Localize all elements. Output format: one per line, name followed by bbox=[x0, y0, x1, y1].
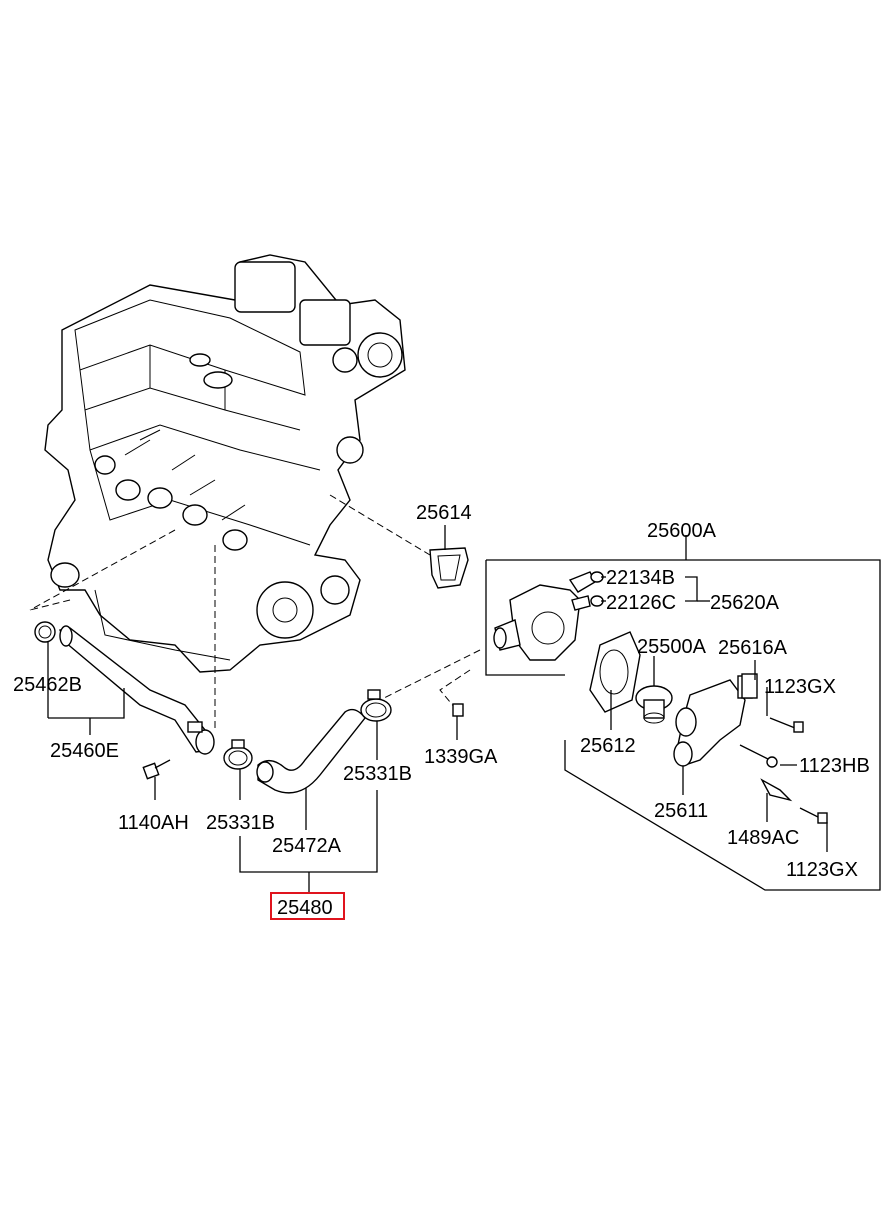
bracket-icon bbox=[741, 673, 758, 699]
bolt-icon bbox=[799, 807, 828, 824]
label-25611[interactable]: 25611 bbox=[654, 800, 708, 822]
water-pipe-icon bbox=[59, 625, 215, 755]
label-25480[interactable]: 25480 bbox=[277, 897, 333, 919]
label-25614[interactable]: 25614 bbox=[416, 502, 472, 524]
o-ring-icon bbox=[34, 621, 56, 643]
label-1123GX-top[interactable]: 1123GX bbox=[764, 676, 836, 698]
highlight-box bbox=[270, 892, 345, 920]
water-outlet-fitting-icon bbox=[493, 571, 596, 661]
bolt-icon bbox=[769, 717, 804, 733]
label-25612[interactable]: 25612 bbox=[580, 735, 636, 757]
gasket-icon bbox=[429, 547, 469, 589]
assembly-box-25600A bbox=[485, 535, 881, 891]
label-1123GX-bottom[interactable]: 1123GX bbox=[786, 859, 858, 881]
label-22134B[interactable]: 22134B bbox=[606, 567, 675, 589]
label-25600A[interactable]: 25600A bbox=[647, 520, 717, 542]
hose-clamp-icon bbox=[223, 739, 253, 770]
leader-lines bbox=[47, 525, 828, 893]
thermostat-icon bbox=[635, 685, 673, 724]
label-25331B-left[interactable]: 25331B bbox=[206, 812, 275, 834]
label-25616A[interactable]: 25616A bbox=[718, 637, 788, 659]
leader-lines-dashed bbox=[29, 494, 481, 730]
hose-clamp-icon bbox=[360, 689, 392, 722]
label-1123HB[interactable]: 1123HB bbox=[799, 755, 870, 777]
label-1339GA[interactable]: 1339GA bbox=[424, 746, 498, 768]
clip-icon bbox=[760, 778, 793, 802]
engine-block-icon bbox=[44, 254, 406, 673]
label-22126C[interactable]: 22126C bbox=[606, 592, 676, 614]
label-25462B[interactable]: 25462B bbox=[13, 674, 82, 696]
bolt-icon bbox=[142, 759, 171, 780]
gasket-icon bbox=[589, 631, 641, 713]
label-25331B-right[interactable]: 25331B bbox=[343, 763, 412, 785]
label-25500A[interactable]: 25500A bbox=[637, 636, 707, 658]
label-1140AH[interactable]: 1140AH bbox=[118, 812, 189, 834]
label-25460E[interactable]: 25460E bbox=[50, 740, 119, 762]
label-1489AC[interactable]: 1489AC bbox=[727, 827, 799, 849]
thermostat-housing-icon bbox=[673, 675, 753, 767]
highlighted-part-25480[interactable]: 25480 bbox=[270, 892, 345, 920]
label-25620A[interactable]: 25620A bbox=[710, 592, 780, 614]
bolt-icon bbox=[452, 703, 464, 717]
hose-icon bbox=[256, 708, 366, 794]
part-labels: 25614 25600A 22134B 22126C 25620A 25500A… bbox=[13, 502, 870, 881]
bolt-icon bbox=[739, 744, 778, 768]
label-25472A[interactable]: 25472A bbox=[272, 835, 342, 857]
